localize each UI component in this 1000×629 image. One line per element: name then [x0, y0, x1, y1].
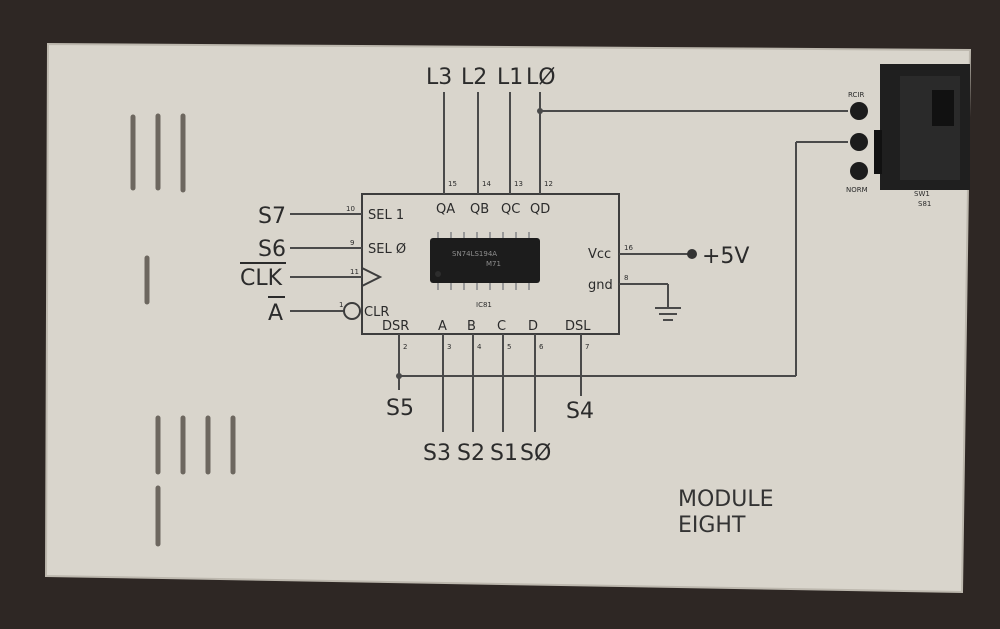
power-wires	[619, 249, 697, 321]
label-s1: S1	[490, 441, 518, 466]
switch-label-bottom: NORM	[846, 186, 868, 194]
label-s5: S5	[386, 396, 414, 421]
svg-text:9: 9	[350, 239, 354, 247]
pin-a: A	[438, 319, 447, 334]
label-clk: CLK	[240, 266, 283, 291]
svg-text:5: 5	[507, 343, 511, 351]
svg-text:3: 3	[447, 343, 451, 351]
pin-qb: QB	[470, 202, 489, 217]
svg-text:12: 12	[544, 180, 553, 188]
ic-chip	[430, 232, 540, 290]
header-pins-bottom	[155, 415, 236, 547]
switch-name: SW1	[914, 190, 930, 198]
pin-dsl: DSL	[565, 319, 591, 334]
pin-gnd: gnd	[588, 278, 613, 293]
pin-c: C	[497, 319, 506, 334]
label-l0: LØ	[526, 65, 556, 90]
label-l1: L1	[497, 65, 523, 90]
header-pins-top	[130, 113, 186, 193]
label-s7: S7	[258, 204, 286, 229]
svg-text:14: 14	[482, 180, 491, 188]
input-wires-left	[290, 213, 383, 320]
label-s2: S2	[457, 441, 485, 466]
pin-qd: QD	[530, 202, 550, 217]
module-title-line2: EIGHT	[678, 513, 746, 538]
module-title-line1: MODULE	[678, 487, 774, 512]
circuit-board	[46, 44, 970, 592]
pin-b: B	[467, 319, 476, 334]
switch-ref: S81	[918, 200, 931, 208]
svg-text:10: 10	[346, 205, 355, 213]
svg-text:7: 7	[585, 343, 589, 351]
pin-clr: CLR	[364, 305, 389, 320]
label-a-bar: A	[268, 301, 283, 326]
pin-sel1: SEL 1	[368, 208, 404, 223]
pin-vcc: Vcc	[588, 247, 611, 262]
ic-marking-2: M71	[486, 260, 501, 268]
svg-text:2: 2	[403, 343, 407, 351]
switch-terminals	[850, 102, 868, 180]
pin-d: D	[528, 319, 538, 334]
svg-text:11: 11	[350, 268, 359, 276]
pin-numbers: 15 14 13 12 10 9 11 1 16 8 2 3 4 5 6 7	[339, 180, 633, 351]
output-wires	[443, 92, 848, 194]
label-plus-5v: +5V	[702, 244, 749, 269]
svg-text:4: 4	[477, 343, 482, 351]
svg-text:13: 13	[514, 180, 523, 188]
slide-switch[interactable]	[874, 64, 970, 190]
pin-sel0: SEL Ø	[368, 242, 406, 257]
svg-text:15: 15	[448, 180, 457, 188]
ic-ref: IC81	[476, 301, 492, 309]
ic-marking-1: SN74LS194A	[452, 250, 497, 258]
ic-outline	[361, 193, 620, 335]
svg-text:8: 8	[624, 274, 628, 282]
label-s4: S4	[566, 399, 594, 424]
pin-qc: QC	[501, 202, 520, 217]
svg-text:6: 6	[539, 343, 544, 351]
svg-text:1: 1	[339, 301, 343, 309]
label-l3: L3	[426, 65, 452, 90]
label-l2: L2	[461, 65, 487, 90]
label-s0: SØ	[520, 441, 551, 466]
pin-dsr: DSR	[382, 319, 409, 334]
switch-label-top: RCIR	[848, 91, 864, 99]
input-wires-bottom	[396, 141, 848, 432]
label-s3: S3	[423, 441, 451, 466]
label-s6: S6	[258, 237, 286, 262]
pin-qa: QA	[436, 202, 455, 217]
svg-text:16: 16	[624, 244, 633, 252]
